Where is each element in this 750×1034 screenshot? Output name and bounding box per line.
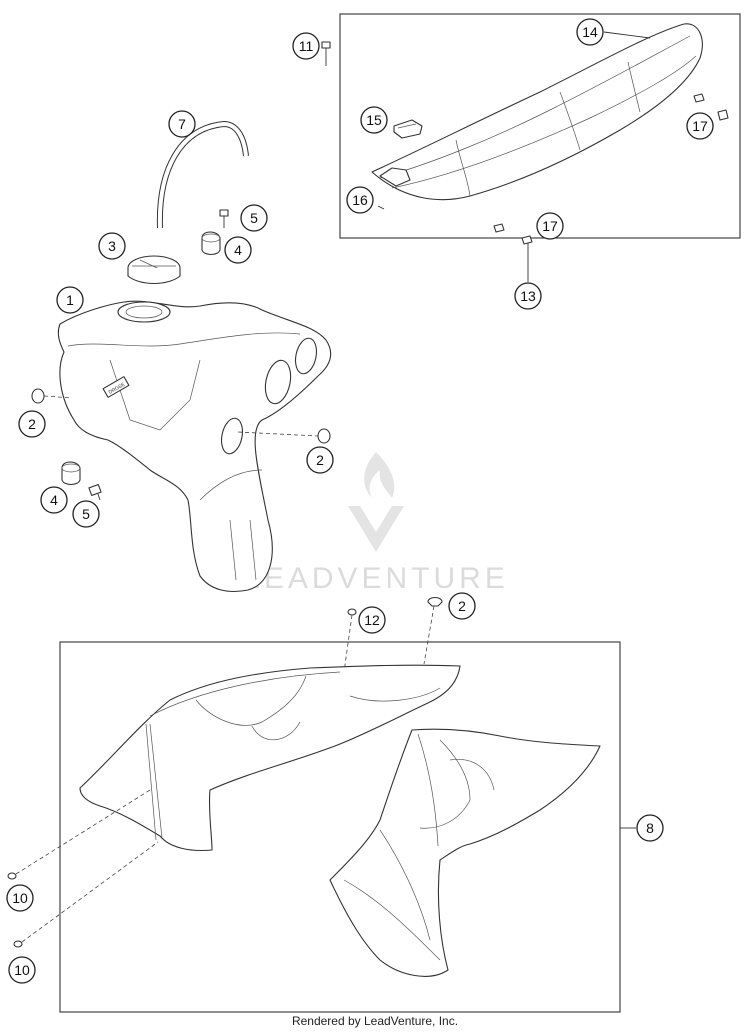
svg-text:12: 12 xyxy=(364,612,380,628)
callout-17-top: 17 xyxy=(686,112,714,140)
callout-4-bottom: 4 xyxy=(40,486,68,514)
callout-1: 1 xyxy=(56,286,84,314)
svg-text:2: 2 xyxy=(458,598,466,614)
seat-clip xyxy=(393,119,423,139)
svg-text:4: 4 xyxy=(50,492,58,508)
footer-credit: Rendered by LeadVenture, Inc. xyxy=(291,1014,459,1028)
bolt-12 xyxy=(343,608,357,673)
bolt-10-top xyxy=(7,789,151,880)
left-spoiler xyxy=(79,664,461,852)
callout-12: 12 xyxy=(358,606,386,634)
callout-5-top: 5 xyxy=(240,204,268,232)
seat xyxy=(371,23,703,201)
svg-text:11: 11 xyxy=(299,38,314,54)
svg-text:17: 17 xyxy=(692,118,708,134)
watermark-text: LEADVENTURE xyxy=(243,562,509,595)
bolt-5-bottom xyxy=(88,483,102,501)
callout-13: 13 xyxy=(514,282,542,310)
callout-10-bottom: 10 xyxy=(8,956,36,984)
breather-hose xyxy=(156,120,249,229)
callout-11: 11 xyxy=(292,32,320,60)
grommet-top xyxy=(201,231,221,256)
seat-group-frame xyxy=(339,13,741,239)
callout-14: 14 xyxy=(576,18,604,46)
svg-text:16: 16 xyxy=(352,192,368,208)
seat-nut-bottom-2 xyxy=(521,235,533,245)
svg-text:10: 10 xyxy=(12,890,28,906)
callout-4-top: 4 xyxy=(224,236,252,264)
rubber-right xyxy=(237,428,331,444)
callout-16: 16 xyxy=(346,186,374,214)
svg-text:13: 13 xyxy=(520,288,536,304)
watermark: LEADVENTURE xyxy=(243,452,509,595)
bolt-11 xyxy=(321,41,331,66)
bolt-10-bottom xyxy=(13,841,159,948)
svg-text:14: 14 xyxy=(582,24,598,40)
svg-text:5: 5 xyxy=(82,506,90,522)
rubber-left xyxy=(31,388,73,404)
callout-2-spoiler: 2 xyxy=(448,592,476,620)
svg-text:15: 15 xyxy=(366,112,382,128)
callout-7: 7 xyxy=(168,110,196,138)
grommet-bottom xyxy=(61,461,81,486)
callout-2-right: 2 xyxy=(306,446,334,474)
svg-text:10: 10 xyxy=(14,962,30,978)
callout-8: 8 xyxy=(636,814,664,842)
rubber-spoiler xyxy=(423,596,443,665)
svg-text:3: 3 xyxy=(108,238,116,254)
svg-text:7: 7 xyxy=(178,116,186,132)
svg-text:1: 1 xyxy=(66,292,74,308)
svg-text:17: 17 xyxy=(542,218,558,234)
callout-2-left: 2 xyxy=(18,410,46,438)
svg-text:5: 5 xyxy=(250,210,258,226)
fuel-cap xyxy=(127,255,181,285)
spoiler-group-frame xyxy=(59,641,621,1013)
svg-text:2: 2 xyxy=(28,416,36,432)
bolt-5-top xyxy=(219,209,229,228)
seat-nut-bottom xyxy=(493,223,505,233)
right-spoiler xyxy=(329,728,601,977)
watermark-flame-icon xyxy=(364,452,395,498)
callout-15: 15 xyxy=(360,106,388,134)
callout-5-bottom: 5 xyxy=(72,500,100,528)
fuel-tank: DRGSE xyxy=(57,300,332,593)
seat-nut-top-2 xyxy=(717,109,729,121)
svg-text:2: 2 xyxy=(316,452,324,468)
seat-nut-top xyxy=(693,93,705,103)
svg-text:4: 4 xyxy=(234,242,242,258)
callout-10-top: 10 xyxy=(6,884,34,912)
callout-17-bottom: 17 xyxy=(536,212,564,240)
callout-3: 3 xyxy=(98,232,126,260)
svg-text:8: 8 xyxy=(646,820,654,836)
watermark-v-icon xyxy=(348,506,404,552)
